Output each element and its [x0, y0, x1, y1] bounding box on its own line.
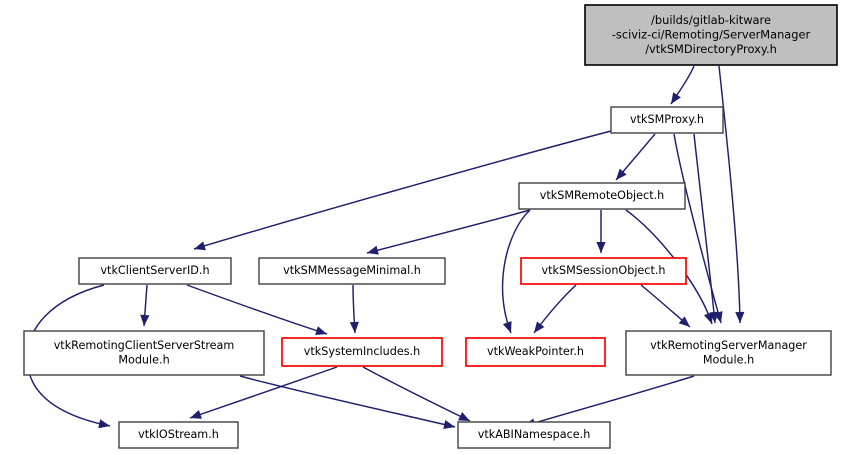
- edge-smremoteobject-to-smmessageminimal: [366, 209, 531, 254]
- node-clientserverid[interactable]: vtkClientServerID.h: [78, 257, 232, 285]
- edge-root-to-remotingservermanagermodule: [718, 65, 741, 324]
- arrowhead-smremoteobject-to-weakpointer: [502, 321, 512, 333]
- arrowhead-smproxy-to-smremoteobject: [616, 168, 627, 180]
- arrowhead-smremoteobject-to-remotingservermanagermodule: [703, 312, 713, 324]
- node-label-root: /vtkSMDirectoryProxy.h: [645, 42, 777, 56]
- arrowhead-systemincludes-to-iostream: [190, 410, 202, 419]
- node-label-remotingclientserverstreammodule: vtkRemotingClientServerStream: [54, 339, 235, 352]
- node-abinamespace[interactable]: vtkABINamespace.h: [457, 421, 611, 449]
- node-label-remotingservermanagermodule: Module.h: [703, 353, 754, 366]
- edge-remotingclientserverstreammodule-to-abinamespace: [239, 375, 456, 428]
- node-smproxy[interactable]: vtkSMProxy.h: [610, 106, 724, 134]
- node-label-clientserverid: vtkClientServerID.h: [100, 264, 209, 277]
- node-label-smsessionobject: vtkSMSessionObject.h: [541, 264, 665, 277]
- edge-smproxy-to-remotingservermanagermodule: [673, 133, 722, 324]
- edge-remotingservermanagermodule-to-abinamespace: [523, 375, 695, 427]
- node-smsessionobject[interactable]: vtkSMSessionObject.h: [520, 257, 687, 285]
- edge-systemincludes-to-abinamespace: [362, 366, 471, 422]
- node-box-iostream[interactable]: [118, 421, 239, 449]
- node-smmessageminimal[interactable]: vtkSMMessageMinimal.h: [258, 257, 446, 285]
- node-box-remotingclientserverstreammodule[interactable]: [23, 330, 265, 376]
- arrowhead-smproxy-to-clientserverid: [194, 241, 206, 251]
- node-weakpointer[interactable]: vtkWeakPointer.h: [465, 337, 606, 367]
- node-box-systemincludes[interactable]: [281, 337, 443, 367]
- edge-smproxy-to-remotingservermanagermodule2: [693, 133, 716, 324]
- edge-clientserverid-to-systemincludes: [186, 284, 328, 335]
- arrowhead-systemincludes-to-abinamespace: [458, 412, 470, 421]
- node-label-abinamespace: vtkABINamespace.h: [478, 428, 591, 441]
- arrowhead-smremoteobject-to-smsessionobject: [596, 242, 606, 253]
- node-label-smmessageminimal: vtkSMMessageMinimal.h: [283, 264, 421, 277]
- node-label-systemincludes: vtkSystemIncludes.h: [304, 345, 420, 358]
- arrowhead-smremoteobject-to-smmessageminimal: [367, 245, 379, 255]
- arrowhead-smsessionobject-to-remotingservermanagermodule: [678, 316, 690, 327]
- node-box-smproxy[interactable]: [610, 106, 724, 134]
- node-root[interactable]: /builds/gitlab-kitware-sciviz-ci/Remotin…: [584, 4, 838, 66]
- node-box-smremoteobject[interactable]: [518, 182, 686, 210]
- node-label-root: /builds/gitlab-kitware: [651, 13, 771, 27]
- node-label-smremoteobject: vtkSMRemoteObject.h: [540, 189, 665, 202]
- node-label-weakpointer: vtkWeakPointer.h: [487, 345, 584, 358]
- node-label-smproxy: vtkSMProxy.h: [630, 113, 704, 126]
- node-layer: /builds/gitlab-kitware-sciviz-ci/Remotin…: [23, 4, 838, 449]
- node-systemincludes[interactable]: vtkSystemIncludes.h: [281, 337, 443, 367]
- node-label-root: -sciviz-ci/Remoting/ServerManager: [612, 28, 811, 42]
- edge-systemincludes-to-iostream: [189, 366, 338, 419]
- arrowhead-remotingclientserverstreammodule-to-abinamespace: [443, 420, 455, 429]
- arrowhead-root-to-smproxy: [671, 92, 681, 104]
- arrowhead-clientserverid-to-remotingclientserverstreammodule: [140, 314, 150, 326]
- node-iostream[interactable]: vtkIOStream.h: [118, 421, 239, 449]
- node-label-remotingclientserverstreammodule: Module.h: [118, 353, 169, 366]
- edge-smremoteobject-to-weakpointer: [501, 209, 531, 334]
- node-box-clientserverid[interactable]: [78, 257, 232, 285]
- arrowhead-smmessageminimal-to-systemincludes: [349, 321, 359, 333]
- node-label-iostream: vtkIOStream.h: [138, 428, 219, 441]
- arrowhead-clientserverid-to-systemincludes: [315, 326, 327, 336]
- node-box-smmessageminimal[interactable]: [258, 257, 446, 285]
- node-smremoteobject[interactable]: vtkSMRemoteObject.h: [518, 182, 686, 210]
- node-box-abinamespace[interactable]: [457, 421, 611, 449]
- node-box-root[interactable]: [584, 4, 838, 66]
- arrowhead-clientserverid-to-iostream: [98, 419, 110, 429]
- node-box-remotingservermanagermodule[interactable]: [625, 330, 832, 376]
- node-box-weakpointer[interactable]: [465, 337, 606, 367]
- edge-layer: [26, 65, 745, 429]
- arrowhead-smsessionobject-to-weakpointer: [534, 321, 545, 333]
- node-label-remotingservermanagermodule: vtkRemotingServerManager: [650, 339, 807, 352]
- edge-smproxy-to-clientserverid: [193, 130, 612, 250]
- arrowhead-root-to-remotingservermanagermodule: [735, 311, 745, 323]
- node-box-smsessionobject[interactable]: [520, 257, 687, 285]
